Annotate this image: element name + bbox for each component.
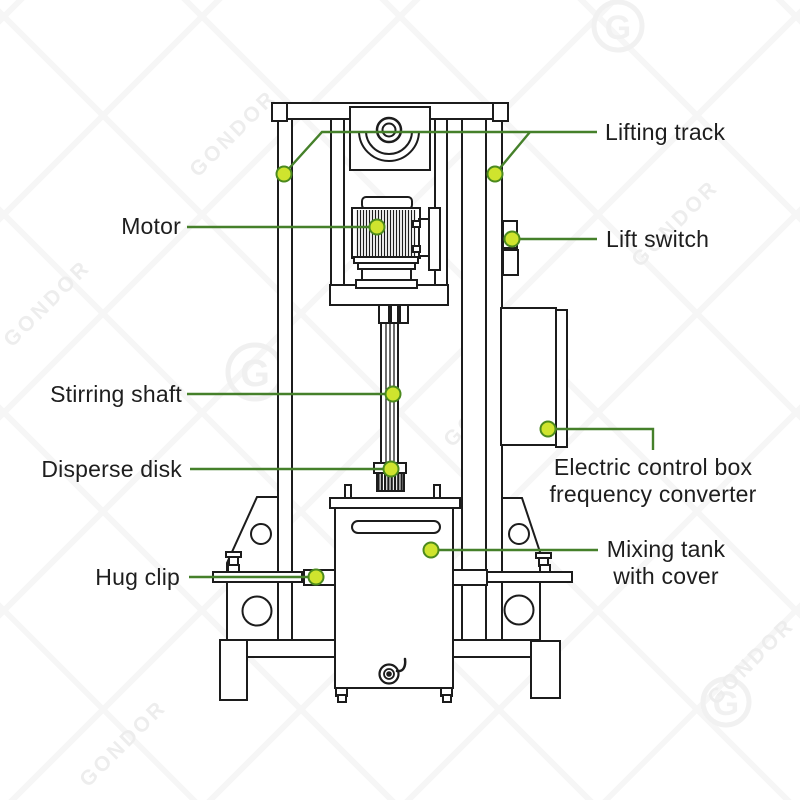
left-column: [277, 118, 293, 641]
machine-base: [219, 639, 561, 701]
svg-text:GONDOR: GONDOR: [0, 256, 95, 352]
left-foot: [219, 639, 248, 701]
svg-text:GONDOR: GONDOR: [185, 86, 281, 182]
tank-body: [334, 507, 454, 689]
right-hug-clip-drawing: [452, 552, 573, 586]
callout-dot-control-box: [539, 420, 557, 438]
lifting-track-frame: [271, 102, 509, 641]
callout-dot-mixing-tank: [422, 541, 440, 559]
label-electric-control-box: Electric control box frequency converter: [549, 454, 757, 507]
left-rail: [330, 118, 345, 288]
callout-dot-lift-switch: [503, 230, 521, 248]
drain-valve: [378, 657, 407, 685]
leader-control-box: [548, 427, 655, 450]
label-disperse-disk: Disperse disk: [41, 456, 182, 482]
svg-text:G: G: [605, 9, 631, 47]
label-motor: Motor: [121, 213, 181, 239]
callout-dot-lifting-track-left: [275, 165, 293, 183]
tank-cover: [329, 497, 461, 509]
leader-lifting-track: [283, 130, 597, 175]
left-base-bar: [246, 639, 338, 658]
label-lift-switch: Lift switch: [606, 226, 710, 252]
right-column: [461, 118, 503, 641]
eye-ring: [375, 116, 403, 144]
callout-leaders: [187, 130, 655, 586]
label-hug-clip: Hug clip: [95, 564, 180, 590]
right-base-bar: [451, 639, 532, 658]
motor-mount-plate: [428, 207, 441, 271]
control-box-drawing: [500, 307, 568, 448]
svg-text:GONDOR: GONDOR: [75, 696, 171, 792]
leader-lifting-track-right: [494, 131, 531, 175]
callout-dot-lifting-track-right: [486, 165, 504, 183]
mixing-tank-drawing: [329, 484, 461, 703]
top-bearing-bracket: [349, 106, 431, 171]
callout-dot-disperse-disk: [382, 460, 400, 478]
right-foot: [530, 640, 561, 699]
svg-text:G: G: [240, 353, 270, 395]
label-mixing-tank: Mixing tank with cover: [606, 536, 726, 589]
motor-drawing: [351, 196, 441, 289]
stirring-shaft-drawing: [378, 304, 409, 465]
label-stirring-shaft: Stirring shaft: [50, 381, 182, 407]
svg-text:GONDOR: GONDOR: [703, 614, 799, 710]
right-leg-gusset: [501, 497, 541, 641]
callout-dot-hug-clip: [307, 568, 325, 586]
callout-dot-stirring-shaft: [384, 385, 402, 403]
motor-body: [351, 207, 421, 259]
svg-text:G: G: [713, 685, 739, 723]
callout-dot-motor: [368, 218, 386, 236]
disk-teeth: [377, 474, 403, 490]
motor-terminal-box: [418, 218, 430, 257]
label-lifting-track: Lifting track: [605, 119, 726, 145]
tank-handle-slot: [351, 520, 441, 534]
lift-switch-drawing: [502, 220, 519, 276]
watermark-logo-g: G G G: [225, 0, 752, 728]
svg-text:GONDOR: GONDOR: [627, 176, 723, 272]
